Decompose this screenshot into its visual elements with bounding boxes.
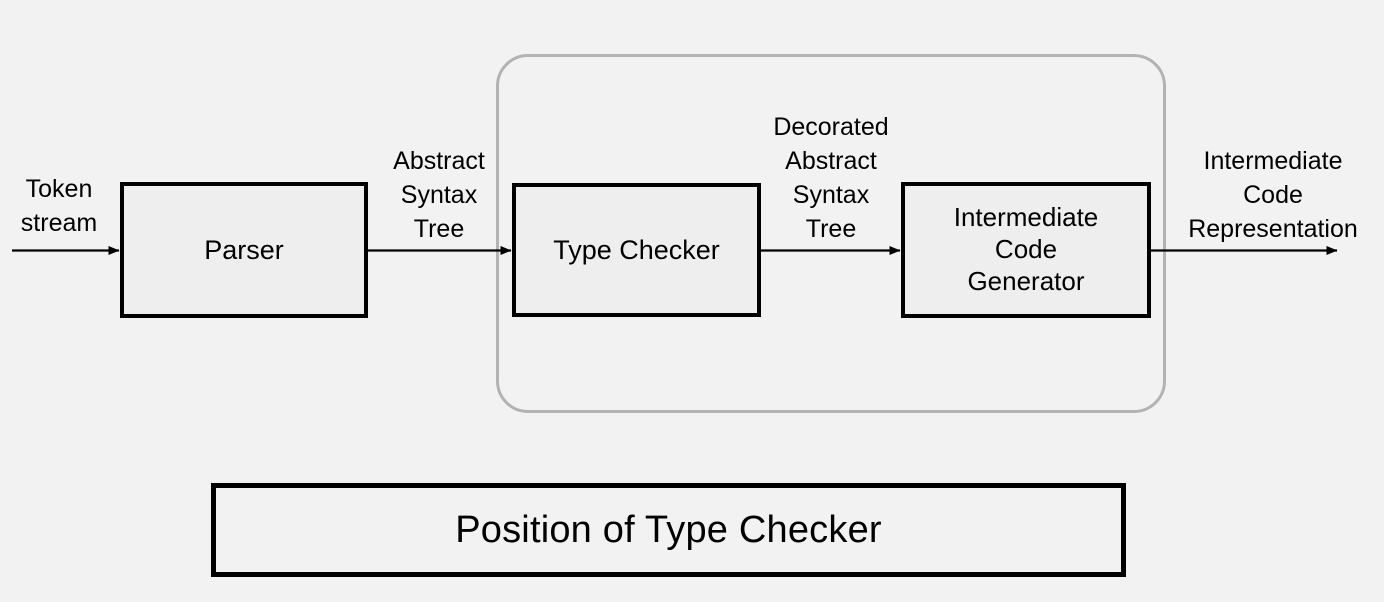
diagram-caption-box: Position of Type Checker bbox=[211, 483, 1126, 577]
edge-label-abstract-syntax-tree: Abstract Syntax Tree bbox=[372, 144, 506, 246]
edge-label-line: Abstract bbox=[785, 147, 877, 175]
node-label-line: Intermediate bbox=[953, 202, 1099, 233]
node-intermediate-code-generator[interactable]: Intermediate Code Generator bbox=[901, 182, 1151, 318]
edge-label-line: Representation bbox=[1188, 215, 1358, 243]
type-checker-group-container bbox=[496, 54, 1166, 413]
edge-label-line: Tree bbox=[805, 215, 857, 243]
node-parser-label: Parser bbox=[204, 234, 284, 265]
edge-label-token-stream: Token stream bbox=[0, 172, 118, 240]
node-label-line: Generator bbox=[967, 265, 1085, 296]
node-parser[interactable]: Parser bbox=[120, 182, 368, 318]
edge-label-line: Decorated bbox=[773, 113, 889, 141]
edge-label-line: Syntax bbox=[792, 181, 870, 209]
edge-label-line: Abstract bbox=[393, 147, 485, 175]
node-label-line: Code bbox=[994, 234, 1058, 265]
node-type-checker[interactable]: Type Checker bbox=[512, 183, 761, 317]
edge-label-line: Intermediate bbox=[1203, 147, 1343, 175]
diagram-caption-text: Position of Type Checker bbox=[455, 508, 882, 551]
edge-label-decorated-abstract-syntax-tree: Decorated Abstract Syntax Tree bbox=[748, 110, 914, 246]
edge-label-line: Code bbox=[1243, 181, 1303, 209]
edge-label-line: Syntax bbox=[400, 181, 478, 209]
edge-label-intermediate-code-representation: Intermediate Code Representation bbox=[1162, 144, 1384, 246]
edge-label-line: stream bbox=[20, 209, 98, 237]
edge-label-line: Tree bbox=[413, 215, 465, 243]
node-intermediate-code-generator-label: Intermediate Code Generator bbox=[948, 202, 1105, 297]
node-type-checker-label: Type Checker bbox=[553, 234, 720, 265]
edge-label-line: Token bbox=[25, 175, 93, 203]
